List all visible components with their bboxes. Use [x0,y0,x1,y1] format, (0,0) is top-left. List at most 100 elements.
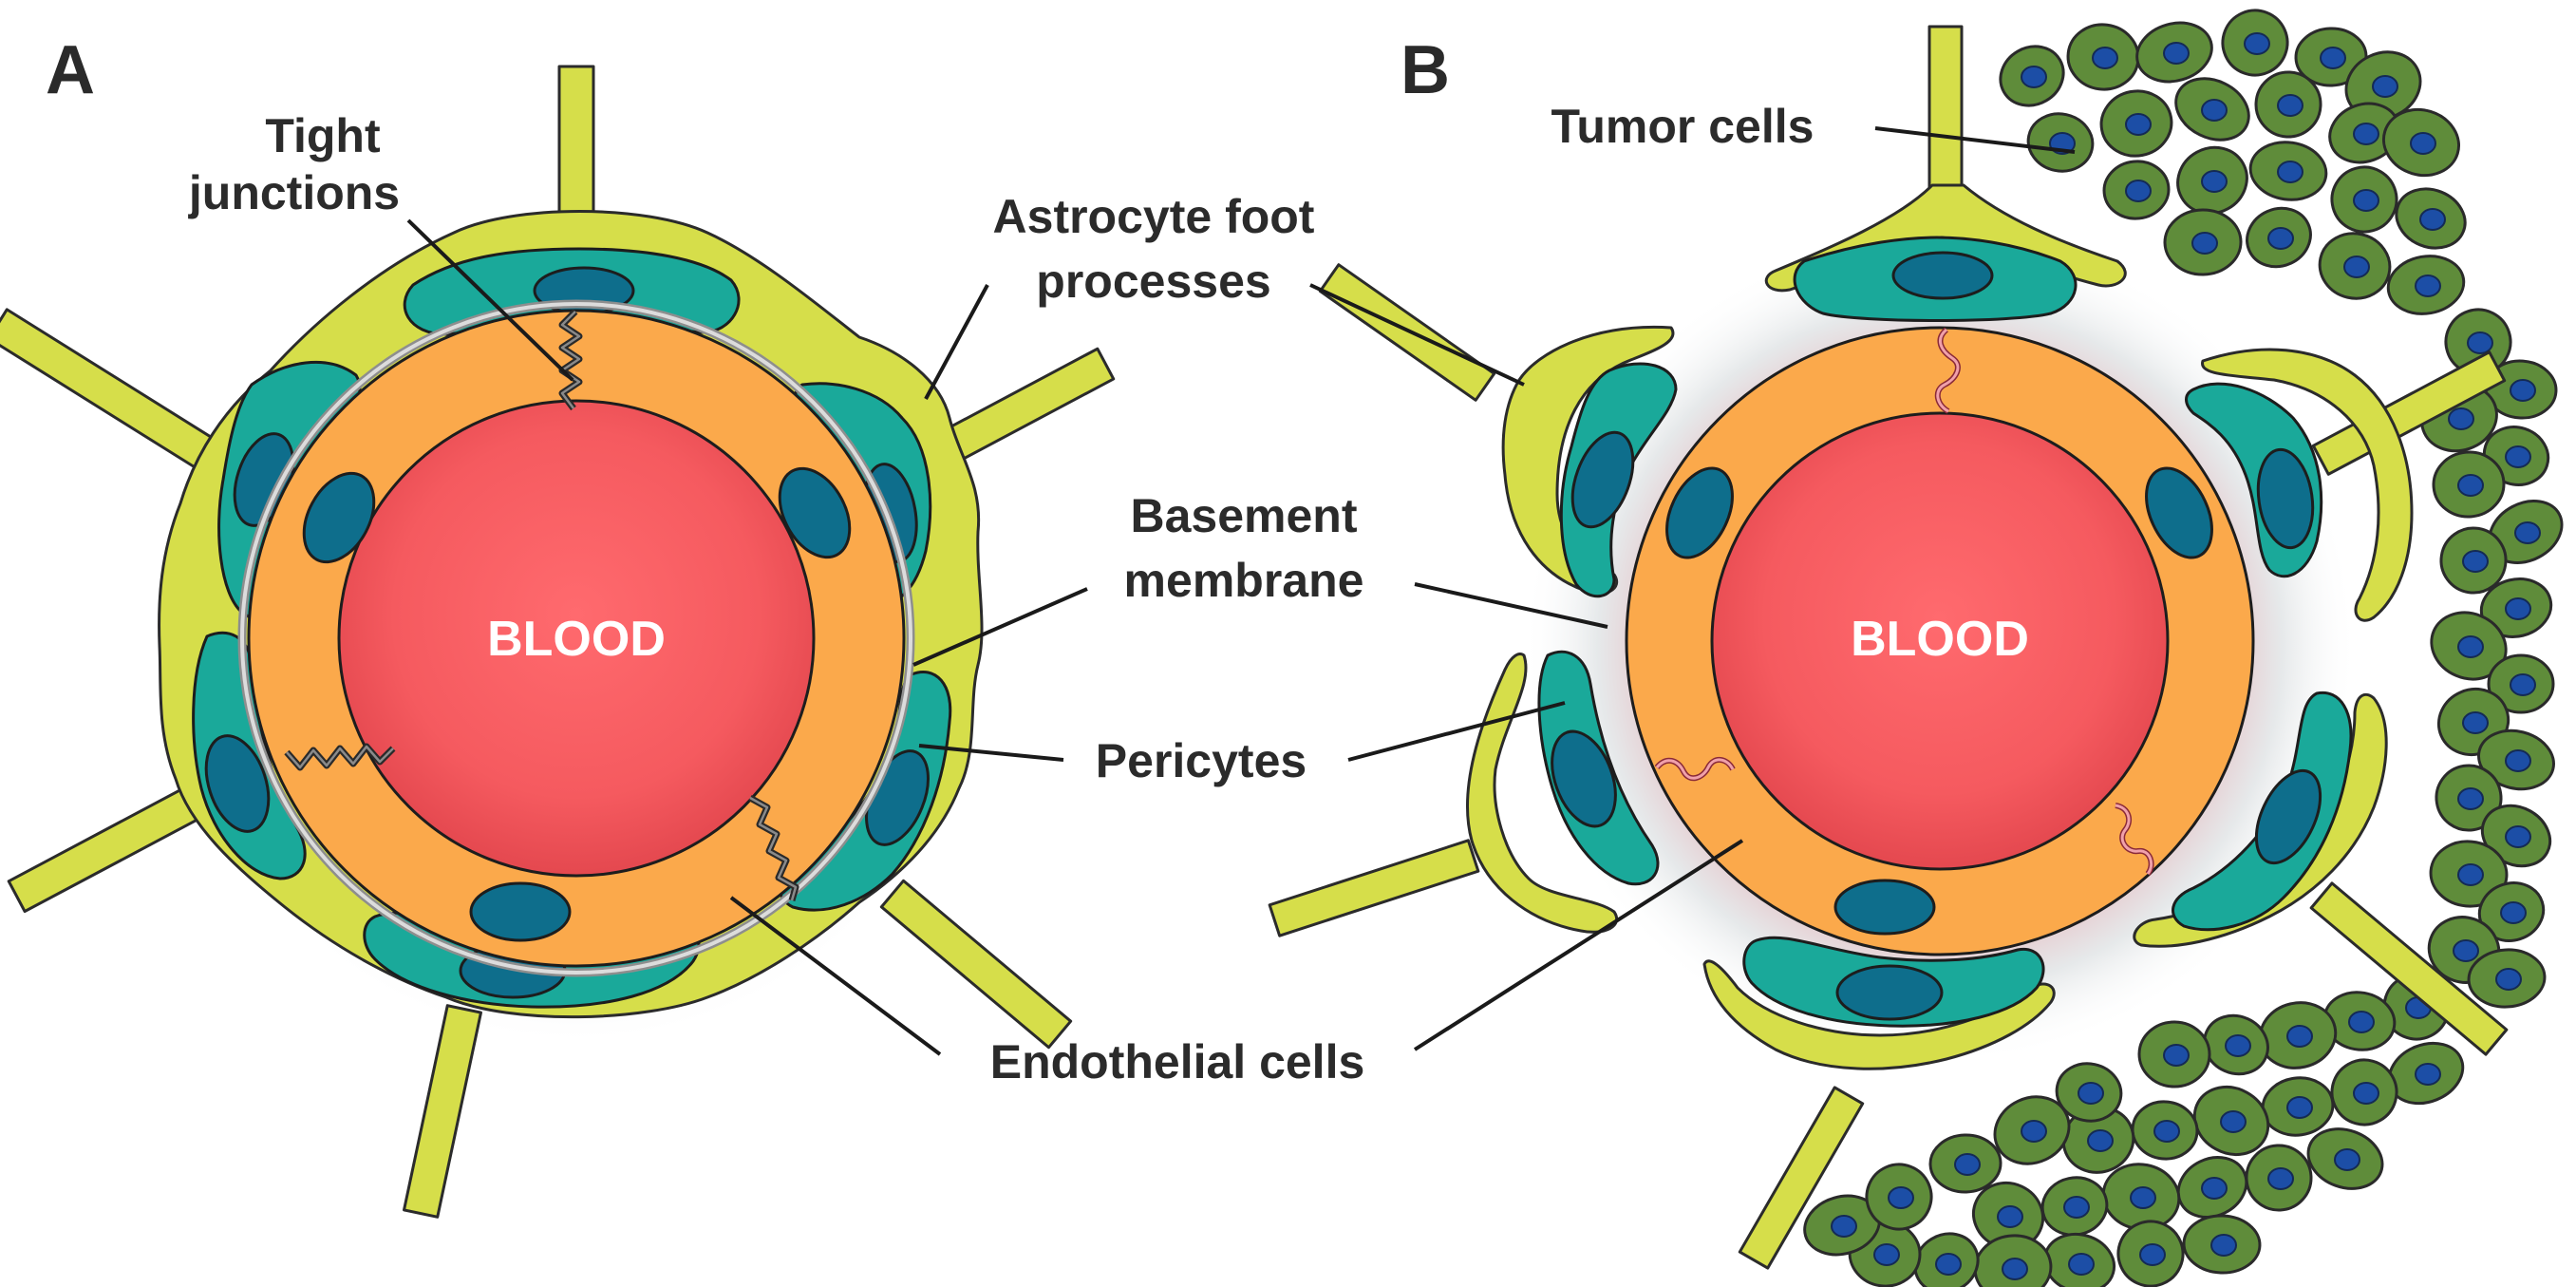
tumor-cell-nucleus [2353,123,2379,145]
endothelial-nucleus [469,881,572,942]
astrocyte-process-lower-right [879,879,1073,1050]
label-astrocyte-line1: Astrocyte foot [993,190,1315,243]
tumor-cell-nucleus [2505,445,2531,468]
leader-basement-b [1414,582,1608,629]
tumor-cell-nucleus [2457,787,2484,810]
leader-astrocyte-a [924,284,989,400]
tumor-cell-nucleus [2462,711,2489,734]
tumor-cell-nucleus [2277,161,2303,183]
tumor-cell-nucleus [2002,1258,2028,1280]
leader-pericytes-b [1347,701,1566,762]
tumor-cell-nucleus [2505,597,2531,620]
label-basement-line2: membrane [1124,554,1364,607]
leader-endothelial-b [1413,839,1744,1051]
tumor-cell-nucleus [2514,521,2541,544]
label-pericytes: Pericytes [1096,734,1307,787]
label-astrocyte-line2: processes [1036,255,1270,308]
tumor-cell-nucleus [1831,1215,1857,1238]
label-basement-line1: Basement [1131,489,1358,542]
pericyte-nucleus-upper-left [1570,430,1635,529]
astrocyte-process-upper-right [2311,350,2507,476]
tumor-cell-nucleus [2125,180,2152,202]
pericyte-nucleus-lower-left [204,734,271,833]
astrocyte-process-bottom [1738,1086,1865,1270]
tumor-cell-nucleus [2457,474,2484,497]
open-junction-right-highlight [2115,804,2153,875]
pericyte-nucleus-lower-left [1551,729,1617,828]
tumor-cell-nucleus [2500,901,2527,924]
tumor-cell-nucleus [2267,1167,2294,1190]
tumor-cell-nucleus [2505,825,2531,848]
tumor-cell-nucleus [2092,47,2118,69]
pericyte-nucleus-top [1891,251,1994,300]
astrocyte-process-bottom [403,1004,482,1219]
tumor-cell-nucleus [2277,94,2303,117]
panel-a: A [0,32,1116,1219]
tumor-cell-nucleus [2201,99,2228,122]
tumor-cells-group [1803,9,2564,1287]
tumor-cell-nucleus [1873,1243,1900,1266]
lumen-a [337,399,816,878]
tumor-cell-nucleus [2457,635,2484,658]
endothelial-nuclei-a [302,466,852,942]
tumor-cell-nucleus [2210,1234,2237,1257]
blood-label-a: BLOOD [487,612,666,667]
tumor-cell-nucleus [2021,66,2047,88]
tight-junction-top-highlight [560,311,581,409]
endothelial-nucleus [2145,466,2213,559]
tight-junction-right-highlight [749,796,798,901]
basement-membrane-a-highlight [240,302,912,975]
tumor-cell-nucleus [2125,113,2152,136]
leader-pericytes-a [918,744,1064,762]
tumor-cell-nucleus [1997,1205,2023,1228]
astrocyte-process-upper-left [1318,263,1496,402]
astrocyte-foot-bottom [1702,959,2056,1070]
pericyte-nucleus-upper-right [2256,447,2315,550]
leader-endothelial-a [729,896,942,1056]
tight-junctions-a [284,309,799,901]
tumor-cell-nucleus [2063,1196,2090,1219]
tumor-cell-nucleus [2505,749,2531,772]
open-junctions-b [1654,327,2154,876]
tumor-cell-nucleus [2153,1120,2180,1143]
tumor-cell-nucleus [2220,1110,2247,1133]
tumor-cell-nucleus [2343,256,2370,278]
tumor-cell-nucleus [2139,1243,2166,1266]
pericyte-nucleus-lower-right [2254,768,2322,865]
tumor-cell-nucleus [2510,379,2536,402]
tumor-cell-nucleus [2225,1034,2251,1057]
tumor-cell-nucleus [2419,208,2446,231]
tumor-cell-nucleus [2163,1044,2190,1067]
endothelial-nucleus [1665,466,1734,559]
endothelial-nuclei-b [1665,466,2213,936]
panel-a-letter: A [46,32,95,108]
blood-label-b: BLOOD [1851,612,2029,667]
tumor-cell-nucleus [2467,331,2493,354]
tumor-cell-nucleus [2353,189,2379,212]
tumor-cell-nucleus [2334,1148,2360,1171]
tumor-cell-nucleus [2495,968,2522,991]
astrocyte-process-lower-left [1268,839,1480,937]
tumor-cell-nucleus [2021,1120,2047,1143]
astrocyte-foot-upper-right [2201,348,2414,622]
tumor-cell-nucleus [2078,1082,2104,1105]
label-tumor: Tumor cells [1551,100,1814,153]
tumor-cell-nucleus [2191,232,2218,255]
tumor-cell-nucleus [2286,1025,2313,1048]
tumor-cell-nucleus [2087,1129,2114,1152]
tumor-cell-nucleus [2244,32,2270,55]
tumor-cell-nucleus [2201,1177,2228,1200]
label-tight-junctions-line1: Tight [265,109,381,162]
tumor-cell-nucleus [2348,1011,2375,1033]
open-junction-top-highlight [1936,328,1960,413]
panel-b: B [1268,9,2564,1287]
annotation-labels: Tight junctions Astrocyte foot processes… [188,100,1814,1088]
panel-b-letter: B [1401,32,1450,108]
astrocyte-process-lower-right [2309,881,2509,1056]
tumor-cell-nucleus [1935,1253,1962,1276]
leader-basement-a [912,587,1088,667]
lumen-b [1710,411,2170,871]
tumor-cell-nucleus [2267,227,2294,250]
tumor-cell-nucleus [2415,274,2441,297]
leader-astrocyte-b [1309,283,1525,387]
